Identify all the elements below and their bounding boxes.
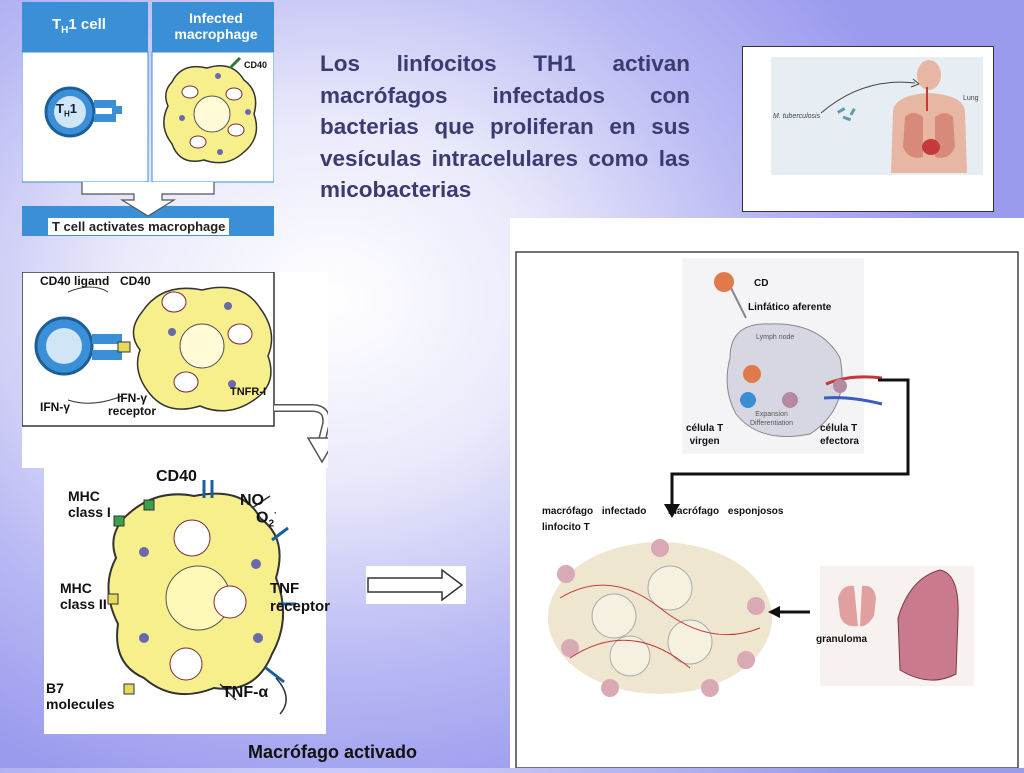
activated-macrophage-diagram xyxy=(107,480,296,715)
mhc-class-ii-label: MHC class II xyxy=(60,580,107,612)
tnf-alpha-label: TNF-α xyxy=(222,684,269,701)
th1-cell-sub: H xyxy=(63,109,70,119)
mhc2-line-2: class II xyxy=(60,596,107,612)
cd-label: CD xyxy=(754,278,769,289)
b7-line-1: B7 xyxy=(46,680,64,696)
no-label: NO xyxy=(240,492,264,509)
th1-header-t: T xyxy=(52,16,62,33)
mhc-class-i-label: MHC class I xyxy=(68,488,111,520)
macrofago-esponjosos-label: macrófago esponjosos xyxy=(668,506,784,517)
macrofago-infectado-label: macrófago infectado xyxy=(542,506,647,517)
cd40-ifn-panel: CD40 ligand CD40 IFN-γ IFN-γ receptor TN… xyxy=(21,271,338,468)
cd40-ifn-diagram xyxy=(21,271,338,464)
ifn-receptor-label: IFN-γ receptor xyxy=(108,392,156,418)
cd40-ligand-label: CD40 ligand xyxy=(40,274,110,288)
mhc2-line-1: MHC xyxy=(60,580,92,596)
linfocito-t-label: linfocito T xyxy=(542,522,590,533)
th1-activation-figure: TH1 cell Infected macrophage CD40 TH1 T … xyxy=(21,2,275,236)
mhc1-line-2: class I xyxy=(68,504,111,520)
m-tuberculosis-label: M. tuberculosis xyxy=(773,113,821,120)
cd40-label-2: CD40 xyxy=(120,274,151,288)
ifn-receptor-line-1: IFN-γ xyxy=(117,391,148,405)
o2-label: O2· xyxy=(256,508,278,530)
tnfr-label: TNFR-I xyxy=(230,386,267,398)
linfatico-aferente-label: Linfático aferente xyxy=(748,302,832,313)
th1-cell-header: TH1 cell xyxy=(52,16,106,36)
mhc1-line-1: MHC xyxy=(68,488,100,504)
th1-cell-num: 1 xyxy=(69,101,77,116)
th1-cell-label: TH1 xyxy=(56,101,77,119)
activated-macrophage-panel: CD40 MHC class I MHC class II B7 molecul… xyxy=(44,468,330,734)
lung-label: Lung xyxy=(963,95,979,102)
tnf-receptor-line-1: TNF xyxy=(270,580,300,597)
virgen-line-2: virgen xyxy=(689,436,720,447)
granuloma-diagram xyxy=(515,251,1019,769)
tb-lung-illustration xyxy=(771,57,983,175)
expansion-text: Expansion xyxy=(755,411,788,418)
main-description-text: Los linfocitos TH1 activan macrófagos in… xyxy=(320,51,690,202)
th1-header-sub: H xyxy=(61,25,69,36)
efectora-line-2: efectora xyxy=(820,436,859,447)
b7-line-2: molecules xyxy=(46,696,115,712)
th1-cell-t: T xyxy=(56,101,64,116)
efectora-line-1: célula T xyxy=(820,423,858,434)
tnf-receptor-label: TNF receptor xyxy=(270,580,330,616)
ifn-gamma-label: IFN-γ xyxy=(40,400,70,414)
lymph-node-label: Lymph node xyxy=(756,334,795,341)
b7-molecules-label: B7 molecules xyxy=(46,680,114,712)
cd40-label-3: CD40 xyxy=(156,468,197,485)
granuloma-label: granuloma xyxy=(816,634,868,645)
th1-header-tail: 1 cell xyxy=(68,16,106,33)
celula-t-virgen-label: célula T virgen xyxy=(686,422,723,448)
expansion-label: Expansion Differentiation xyxy=(750,410,793,428)
celula-t-efectora-label: célula T efectora xyxy=(820,422,859,448)
differentiation-text: Differentiation xyxy=(750,420,794,427)
o2-text: O xyxy=(256,509,269,527)
cd40-label: CD40 xyxy=(244,60,268,70)
granuloma-panel: CD Linfático aferente Lymph node Expansi… xyxy=(510,218,1024,769)
virgen-line-1: célula T xyxy=(686,423,724,434)
tnf-receptor-line-2: receptor xyxy=(270,598,331,615)
right-arrow-icon xyxy=(366,566,466,604)
t-cell-activates-caption: T cell activates macrophage xyxy=(48,218,230,235)
ifn-receptor-line-2: receptor xyxy=(108,404,157,418)
infected-macrophage-header: Infected macrophage xyxy=(174,10,258,42)
activated-macrophage-caption: Macrófago activado xyxy=(248,742,418,762)
tuberculosis-image: M. tuberculosis Lung xyxy=(742,46,994,212)
